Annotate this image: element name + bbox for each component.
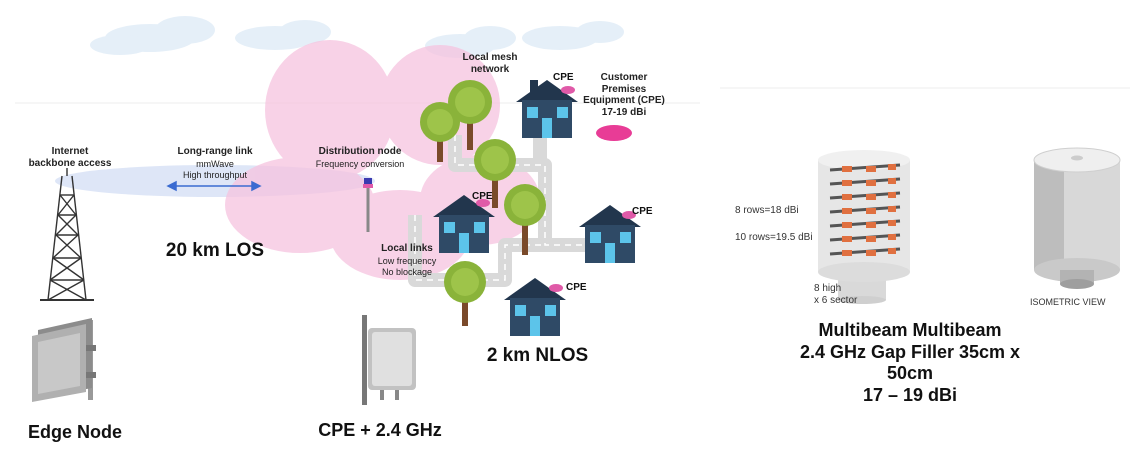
tree-icon [420, 80, 546, 326]
nlos-2km-label: 2 km NLOS [486, 345, 589, 366]
house-icon [433, 80, 641, 336]
local-links-sub2: No blockage [381, 267, 433, 277]
cpe-label-2: CPE [472, 191, 493, 202]
cpe-24ghz-label: CPE + 2.4 GHz [318, 420, 442, 440]
long-range-link-title: Long-range link [177, 146, 253, 157]
cpe-antenna-icon [362, 315, 416, 405]
rows-10-label: 10 rows=19.5 dBi [735, 232, 813, 243]
cpe-legend-dot [596, 125, 632, 141]
tower-icon [40, 168, 94, 301]
isometric-view-label: ISOMETRIC VIEW [1030, 297, 1106, 307]
los-20km-label: 20 km LOS [165, 240, 265, 261]
distribution-node-title: Distribution node [318, 146, 402, 157]
distribution-node-sub: Frequency conversion [315, 159, 405, 169]
antenna-icon [363, 178, 373, 232]
local-links-title: Local links [381, 243, 433, 254]
long-range-link-sub1: mmWave [196, 159, 234, 169]
local-links-sub1: Low frequency [377, 256, 437, 266]
cpe-label-1: CPE [553, 72, 574, 83]
local-mesh-label: Local mesh network [462, 52, 518, 75]
cpe-label-3: CPE [632, 206, 653, 217]
customer-premises-label: Customer Premises Equipment (CPE) 17-19 … [583, 72, 665, 118]
multibeam-antenna-icon [818, 150, 910, 304]
cylinder-antenna-icon [1033, 147, 1121, 289]
edge-node-label: Edge Node [27, 422, 122, 442]
high-sector-label: 8 high x 6 sector [814, 283, 858, 306]
internet-backbone-label: Internet backbone access [28, 146, 112, 169]
multibeam-title: Multibeam Multibeam 2.4 GHz Gap Filler 3… [799, 320, 1021, 405]
cpe-label-4: CPE [566, 282, 587, 293]
long-range-link-sub2: High throughput [182, 170, 248, 180]
rows-8-label: 8 rows=18 dBi [735, 205, 799, 216]
long-range-arrow [166, 180, 262, 192]
cloud-icon [90, 16, 624, 58]
panel-antenna-icon [32, 318, 96, 402]
